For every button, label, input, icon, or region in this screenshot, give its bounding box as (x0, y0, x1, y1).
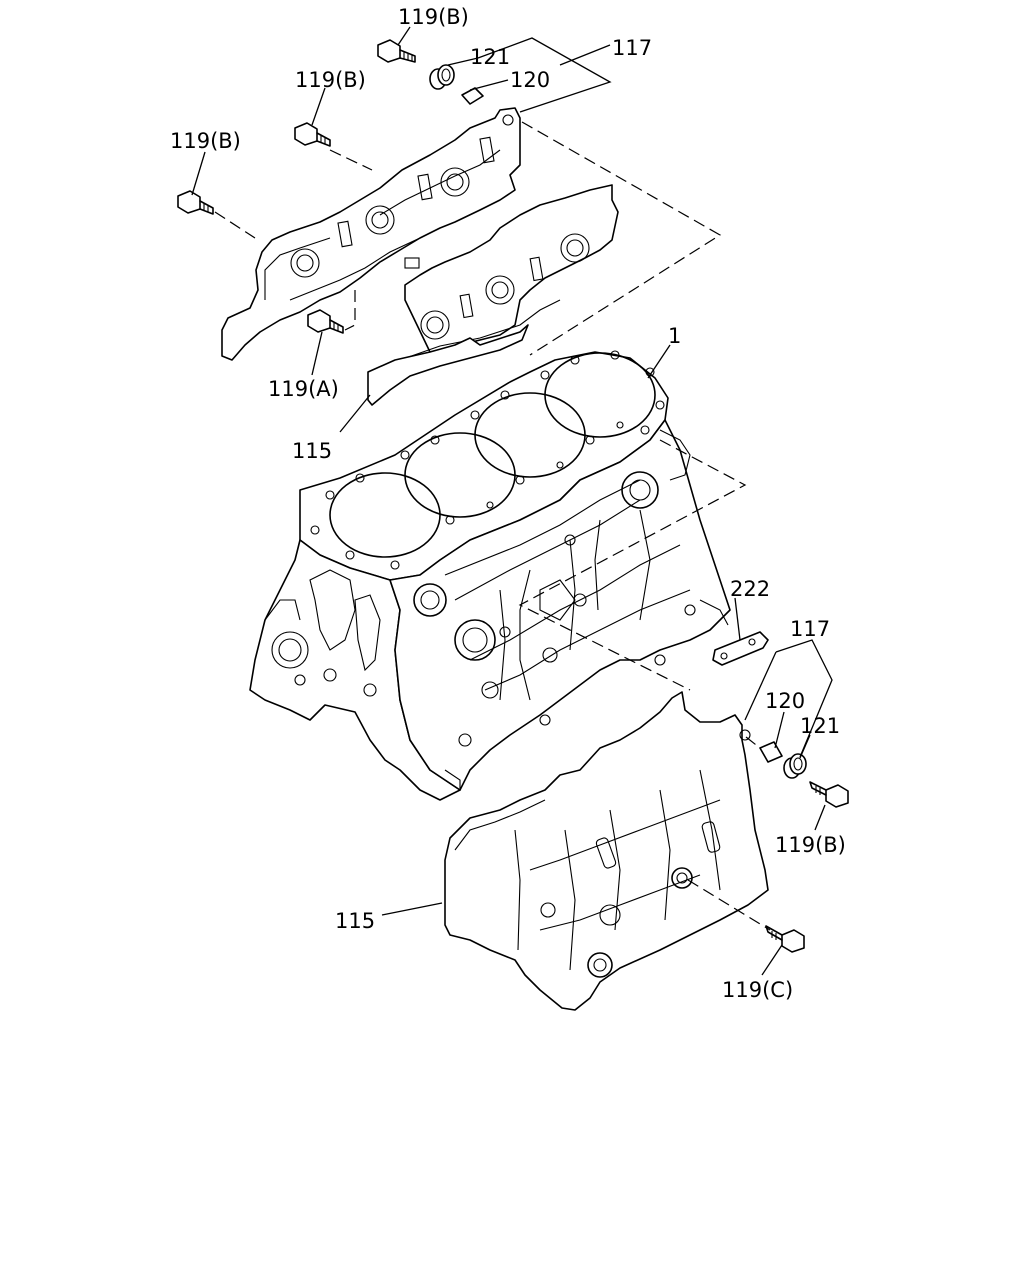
callout-120-right: 120 (765, 689, 805, 713)
bolt-119a-icon (307, 309, 344, 334)
callout-121-top: 121 (470, 45, 510, 69)
sleeve-121-top-icon (429, 64, 455, 90)
cylinder-block (249, 350, 731, 801)
bolt-119b-mid-icon (294, 122, 331, 147)
alignment-line (521, 121, 722, 356)
alignment-line (344, 290, 356, 331)
callout-119a: 119(A) (268, 377, 339, 401)
lower-cover-assembly (444, 691, 769, 1011)
callout-120-top: 120 (510, 68, 550, 92)
callout-119b-right: 119(B) (775, 833, 846, 857)
callout-119b-mid: 119(B) (295, 68, 366, 92)
callout-1: 1 (668, 324, 681, 348)
sleeve-121-right-icon (783, 753, 807, 779)
alignment-line (214, 211, 256, 239)
alignment-line (518, 439, 747, 691)
callout-115-bottom: 115 (335, 909, 375, 933)
callout-222: 222 (730, 577, 770, 601)
alignment-line (687, 879, 771, 931)
callout-119c: 119(C) (722, 978, 793, 1002)
callout-115-top: 115 (292, 439, 332, 463)
upper-cover-assembly (221, 107, 619, 406)
bolt-119c-icon (765, 925, 805, 953)
bracket-222-icon (712, 631, 769, 666)
callout-119b-left: 119(B) (170, 129, 241, 153)
alignment-line (329, 149, 373, 171)
dowel-120-right-icon (759, 741, 783, 763)
bolt-119b-top-icon (377, 39, 416, 63)
callout-117-top: 117 (612, 36, 652, 60)
callout-119b-top: 119(B) (398, 5, 469, 29)
bolt-119b-left-icon (177, 190, 214, 215)
bolt-119b-right-icon (809, 781, 849, 808)
dowel-120-top-icon (461, 87, 484, 105)
callout-121-right: 121 (800, 714, 840, 738)
leader-lines (191, 26, 833, 976)
alignment-line (745, 736, 761, 749)
callout-117-right: 117 (790, 617, 830, 641)
